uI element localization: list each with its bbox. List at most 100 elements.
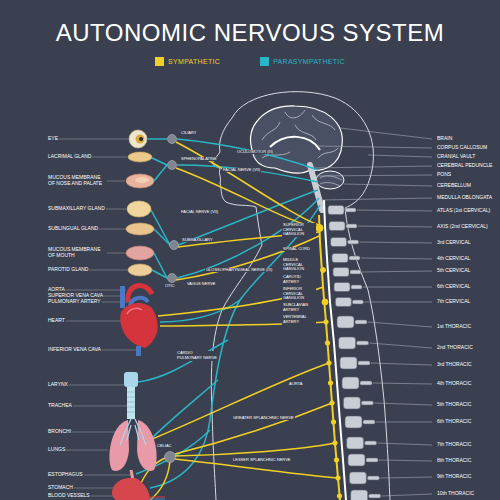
sympathetic-chain [334, 458, 338, 462]
lungs-drawing [109, 419, 156, 471]
ganglion [168, 135, 177, 144]
gland-drawing [128, 152, 152, 162]
vertebra [335, 298, 351, 307]
gland-drawing [126, 246, 154, 260]
leader-line [379, 460, 432, 461]
vertebra [365, 441, 377, 445]
legend-item: PARASYMPATHETIC [260, 57, 345, 66]
organ-label: LACRIMAL GLAND [47, 154, 92, 160]
sympathetic-chain [322, 299, 328, 305]
leader-line [344, 184, 432, 186]
organ-label: PAROTID GLAND [47, 267, 89, 273]
nerve-label: SUPERIOR CERVICAL GANGLION [282, 223, 316, 237]
brain-drawing [320, 176, 342, 186]
stomach-drawing [112, 470, 165, 500]
organ-label: EYE [47, 136, 59, 142]
vertebra [360, 381, 372, 385]
legend-item: SYMPATHETIC [155, 57, 220, 66]
sympathetic-nerve [176, 236, 319, 280]
organ-label: MUCOUS MEMBRANE OF MOUTH [47, 247, 107, 259]
organ-label: SUBMAXILLARY GLAND [47, 206, 106, 212]
anatomy-label: CRANIAL VAULT [436, 154, 476, 160]
leader-line [370, 343, 432, 348]
anatomy-label: BRAIN [436, 136, 453, 142]
anatomy-label: 6th CERVICAL [436, 284, 471, 290]
anatomy-label: 3rd THORACIC [436, 362, 473, 368]
vertebra [348, 454, 365, 466]
leader-line [382, 494, 432, 496]
parasympathetic-nerve [154, 253, 167, 278]
nerve-label: CELIAC [156, 444, 172, 449]
vertebra [369, 494, 381, 498]
leader-line [374, 403, 432, 405]
leader-line [360, 242, 432, 243]
anatomy-label: AXIS (2nd CERVICAL) [436, 224, 489, 230]
organ-label: BRONCHI [47, 429, 72, 435]
nerve-label: CILIARY [180, 131, 198, 136]
nerve-label: OTIC [164, 284, 176, 289]
vertebra [340, 357, 357, 369]
anatomy-label: CORPUS CALLOSUM [436, 145, 488, 151]
vertebra [337, 316, 354, 328]
vertebra [347, 437, 364, 449]
vertebra [355, 320, 367, 324]
vertebra [334, 283, 350, 292]
vertebra [350, 270, 361, 274]
sympathetic-nerve [158, 287, 323, 316]
anatomy-label: 9th THORACIC [436, 474, 472, 480]
vertebra [349, 256, 360, 260]
legend-swatch [260, 57, 269, 66]
leader-line [368, 155, 432, 157]
poster-title: AUTONOMIC NERVOUS SYSTEM [0, 20, 500, 46]
sympathetic-chain [331, 420, 335, 424]
leader-line [340, 128, 432, 139]
leader-line [361, 258, 432, 259]
nerve-label: FACIAL NERVE (VII) [222, 168, 261, 173]
nerve-label: VERTEBRAL ARTERY [282, 315, 316, 324]
anatomy-label: 1st THORACIC [436, 324, 472, 330]
anatomy-label: CEREBELLUM [436, 183, 472, 189]
brain-drawing [318, 148, 338, 158]
eye-drawing [129, 130, 147, 148]
heart-drawing [136, 346, 141, 356]
nerve-label: INFERIOR CERVICAL GANGLION [282, 287, 316, 301]
nerve-label: LESSER SPLANCHNIC NERVE [232, 458, 292, 463]
anatomy-label: 5th THORACIC [436, 402, 472, 408]
gland-drawing [126, 152, 154, 276]
vertebra [328, 206, 344, 215]
ganglion [165, 135, 179, 463]
leader-line [312, 166, 432, 168]
parasympathetic-nerve [148, 138, 167, 140]
leader-line [48, 139, 128, 140]
parasympathetic-nerve [154, 229, 170, 245]
airway-drawing [124, 372, 138, 387]
stomach-drawing [150, 497, 165, 498]
organ-label: HEART [47, 318, 66, 324]
sympathetic-chain [337, 494, 341, 498]
gland-drawing [126, 174, 154, 188]
sympathetic-chain [319, 215, 340, 500]
sympathetic-nerve [175, 403, 332, 454]
gland-drawing [127, 201, 151, 217]
ganglion [170, 241, 179, 250]
nerve-label: SUBCLAVIAN ARTERY [282, 303, 316, 312]
nerve-label: CARDIO PULMONARY NERVE [176, 351, 218, 360]
leader-line [318, 146, 432, 148]
sympathetic-nerve [145, 363, 329, 442]
leader-line [358, 226, 432, 227]
lungs-drawing [120, 419, 146, 445]
vertebra [332, 254, 348, 263]
anatomy-label: CEREBRAL PEDUNCLE [436, 163, 493, 169]
organ-label: LARYNX [47, 382, 69, 388]
nerve-label: GREATER SPLANCHNIC NERVE [232, 416, 295, 421]
vertebra [351, 490, 368, 500]
organ-label: TRACHEA [47, 403, 73, 409]
vertebra [329, 222, 345, 231]
parasympathetic-nerve [136, 139, 320, 488]
nerve-label: MIDDLE CERVICAL GANGLION [282, 258, 316, 272]
organ-label: SUPERIOR VENA CAVA [47, 293, 104, 299]
anatomy-label: 4th CERVICAL [436, 256, 471, 262]
brain-drawing [310, 165, 322, 210]
